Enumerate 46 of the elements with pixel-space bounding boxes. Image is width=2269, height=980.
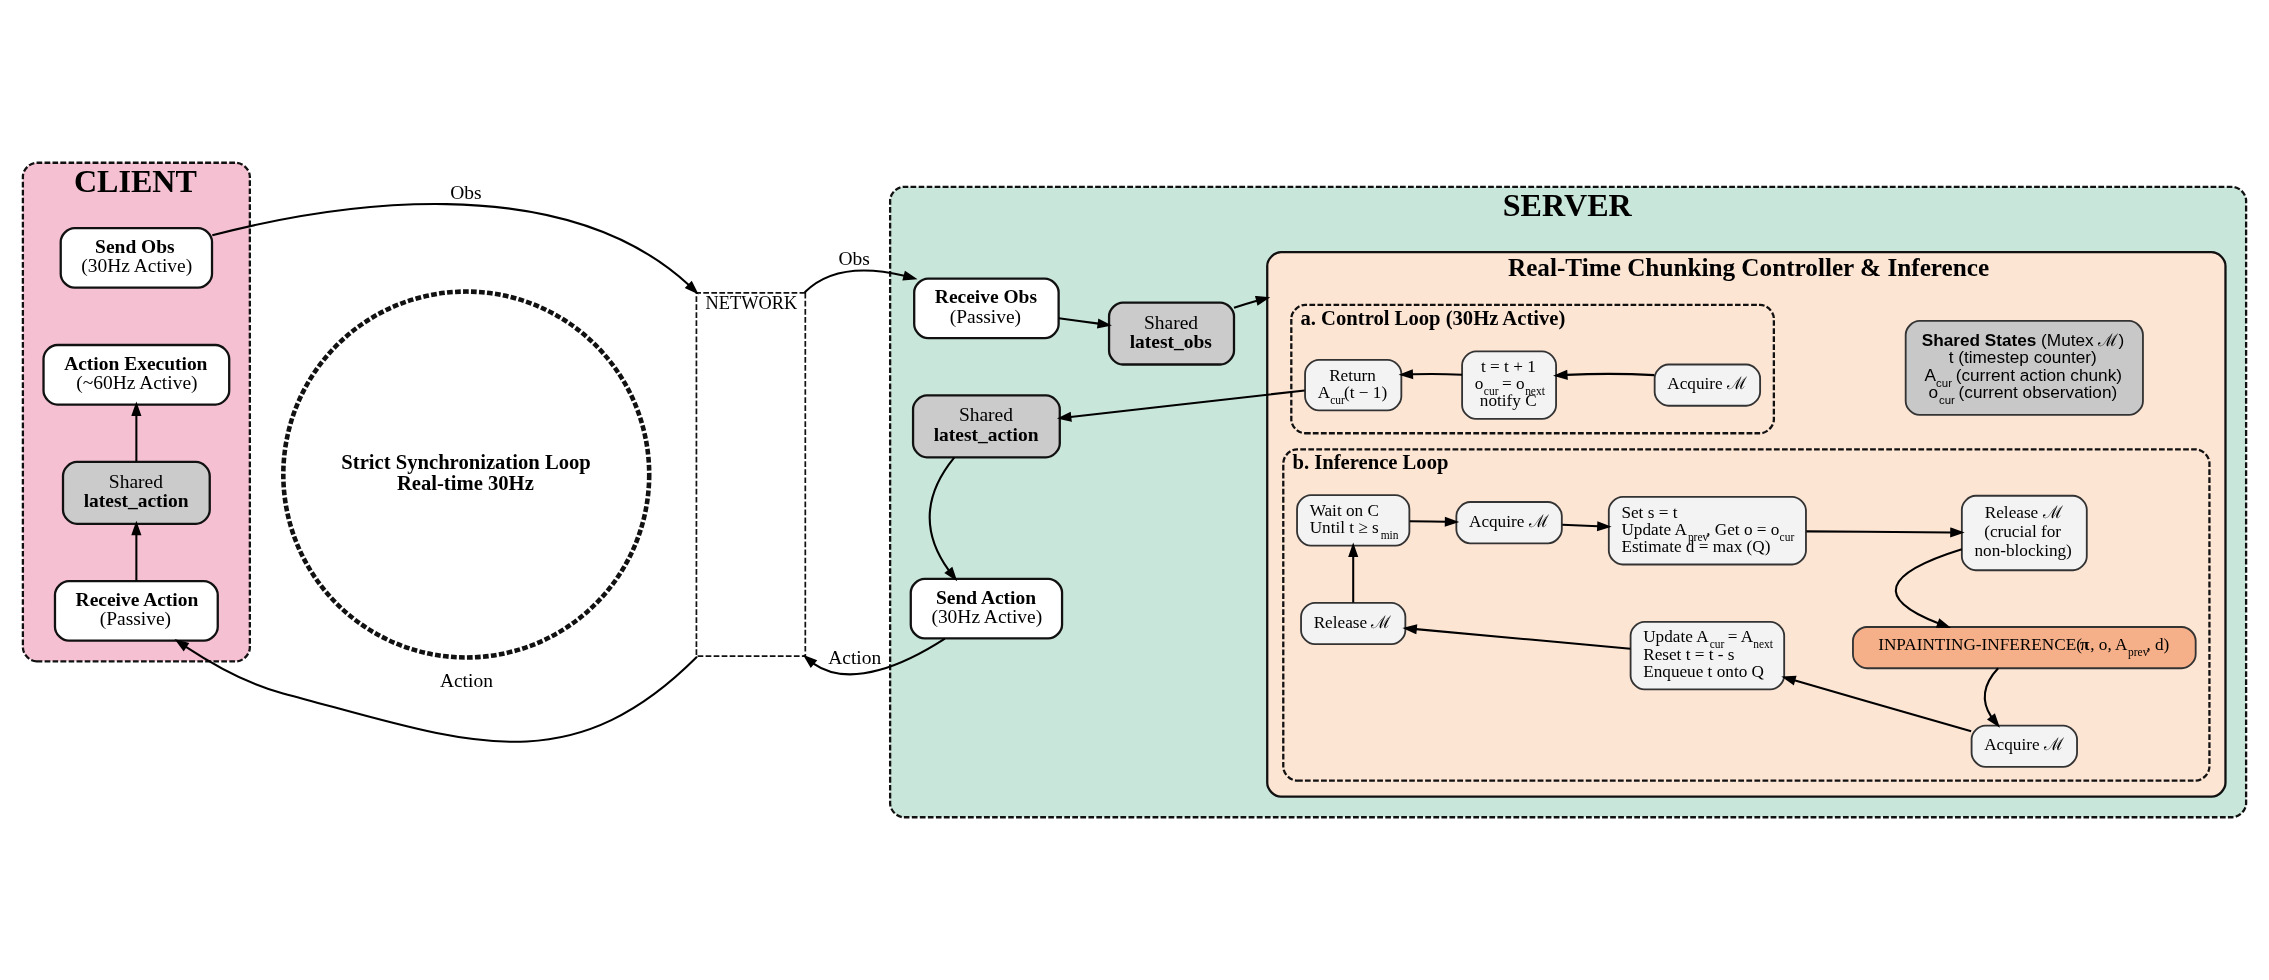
node-box: Shared latest_action — [61, 460, 211, 525]
arrow — [1402, 624, 1631, 650]
node-box: Shared latest_action — [911, 394, 1061, 459]
node-box: INPAINTING-INFERENCE(π, o, A$_{prev}$, d) — [1852, 626, 2197, 670]
arrow — [802, 637, 946, 676]
node-box: Send Obs (30Hz Active) — [59, 226, 214, 289]
node-box: t = t + 1 o$_{cur}$ = o$_{next}$ notify C — [1461, 350, 1557, 420]
edge-label: Action — [828, 647, 882, 669]
arrow — [1233, 295, 1271, 309]
node-box: Acquire ℳ — [1455, 501, 1563, 545]
node-box: NETWORK — [695, 292, 807, 658]
arrow — [1895, 548, 1963, 628]
arrow — [131, 401, 142, 462]
node-box: Receive Action (Passive) — [53, 579, 219, 642]
arrow — [1562, 521, 1612, 532]
arrow — [804, 269, 918, 294]
node-box: Receive Obs (Passive) — [913, 277, 1060, 340]
node-box: Acquire ℳ — [1653, 363, 1762, 407]
node-box: Shared States (Mutex ℳ) t (timestep counter) A$_{cur}$ (current action chunk) o$_{cur}$ (current observation) — [1904, 320, 2144, 416]
arrow — [1781, 675, 1972, 733]
arrow — [1409, 516, 1460, 527]
arrow — [1398, 369, 1463, 380]
node-box: Shared latest_obs — [1107, 301, 1236, 366]
node-box: Release ℳ (crucial for non-blocking) — [1960, 494, 2088, 572]
node-box: Update A$_{cur}$ = A$_{next}$ Reset t = t - s Enqueue t onto Q — [1629, 620, 1786, 691]
node-circle: Strict Synchronization Loop Real-time 30Hz — [281, 289, 652, 660]
node-box: Release ℳ — [1300, 602, 1407, 646]
arrow — [1056, 389, 1305, 422]
arrow — [1983, 667, 2000, 728]
arrow — [1806, 527, 1965, 538]
arrow — [1058, 317, 1112, 329]
edge-label: Action — [439, 670, 493, 692]
arrow — [212, 203, 699, 295]
arrow — [131, 520, 142, 581]
node-box: Action Execution (~60Hz Active) — [42, 343, 231, 406]
arrow — [1348, 542, 1359, 603]
node-box: Acquire ℳ — [1970, 724, 2078, 768]
node-box: Return A$_{cur}$(t − 1) — [1304, 359, 1403, 412]
node-box: Send Action (30Hz Active) — [909, 577, 1064, 640]
edge-label: Obs — [450, 181, 482, 203]
node-box: Wait on C Until t ≥ s$_{min}$ — [1296, 494, 1411, 547]
node-box: Set s = t Update A$_{prev}$, Get o = o$_{cur}$ Estimate d = max (Q) — [1607, 495, 1807, 566]
edge-label: Obs — [838, 248, 870, 270]
arrow — [174, 639, 698, 743]
arrow — [928, 457, 958, 582]
arrow — [1553, 369, 1655, 380]
